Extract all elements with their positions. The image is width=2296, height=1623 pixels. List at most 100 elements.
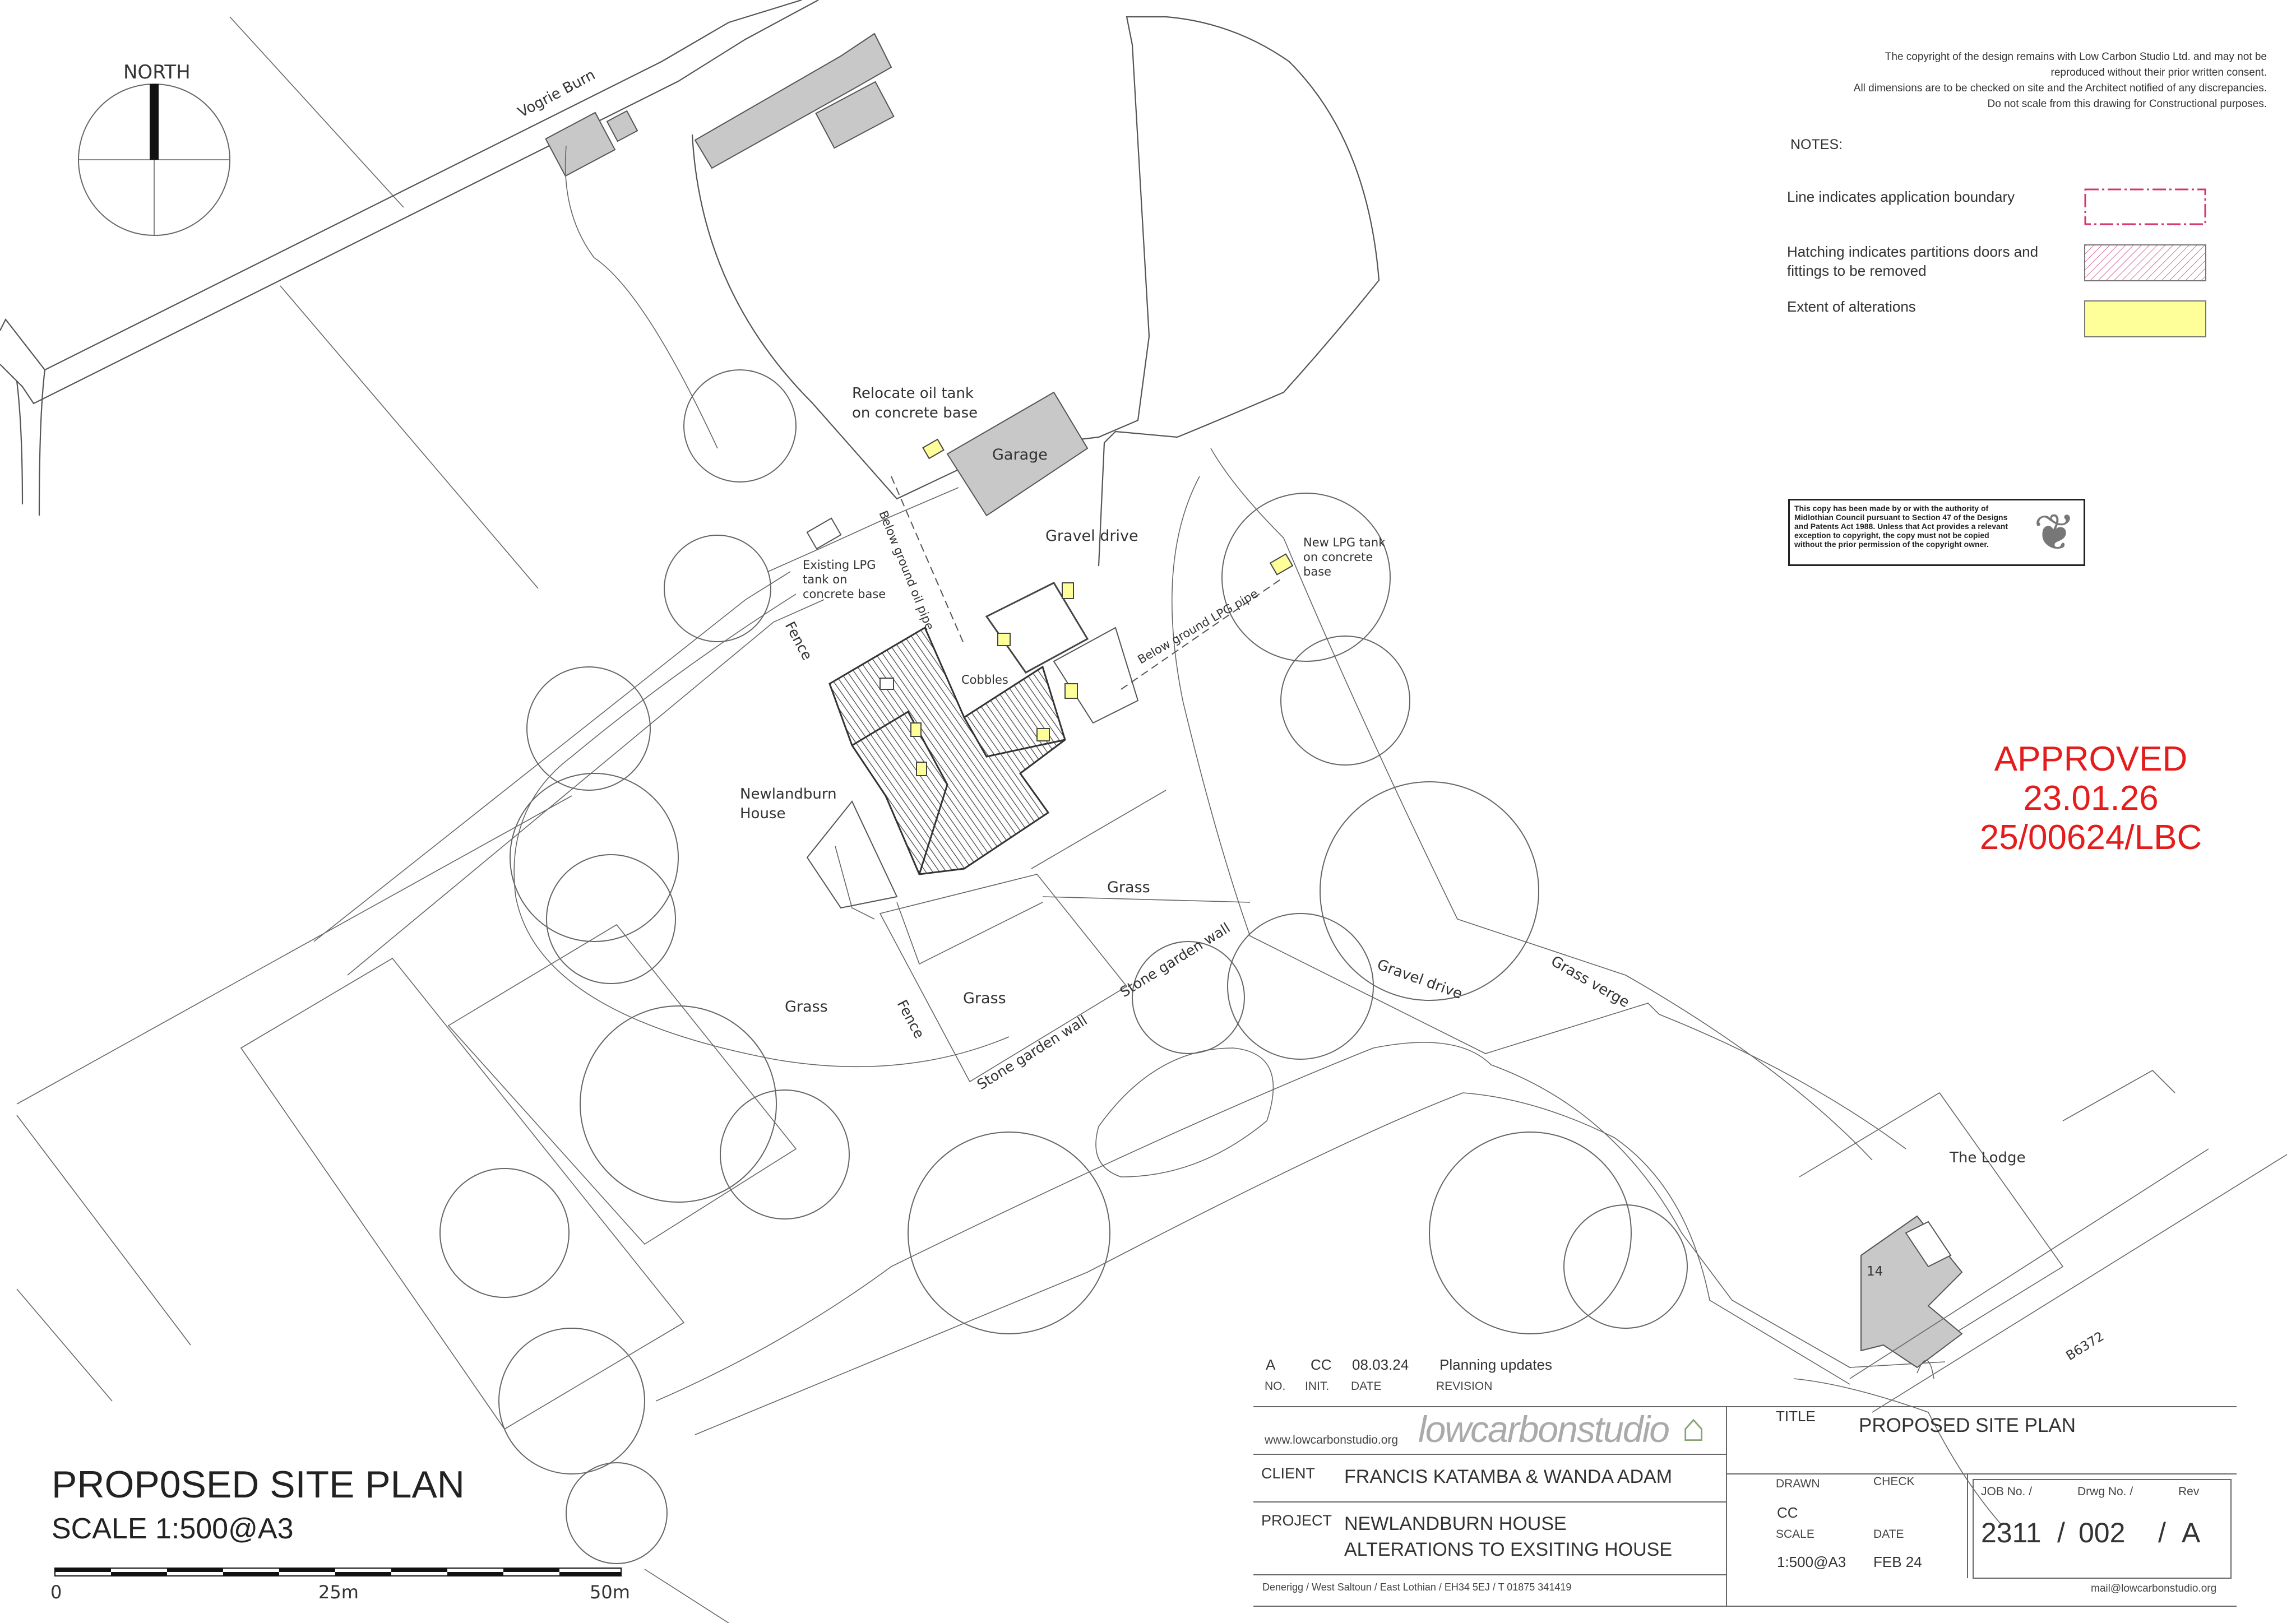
label-house-2: House <box>740 805 785 822</box>
council-copyright-text: This copy has been made by or with the a… <box>1794 504 2008 549</box>
notes-heading: NOTES: <box>1790 137 1843 152</box>
key-hatch <box>2084 244 2206 281</box>
newlandburn-house <box>806 582 1139 909</box>
scale-value: 1:500@A3 <box>1777 1554 1846 1570</box>
revision-header-date: DATE <box>1351 1380 1382 1393</box>
job-number-label: JOB No. / <box>1981 1485 2033 1498</box>
trees <box>439 369 1688 1564</box>
house-logo-icon: ⌂ <box>1682 1406 1706 1449</box>
label-the-lodge: The Lodge <box>1949 1149 2026 1166</box>
drawing-title-text: PROPOSED SITE PLAN <box>1859 1415 2076 1436</box>
job-number: 2311 <box>1981 1517 2042 1548</box>
studio-email: mail@lowcarbonstudio.org <box>2091 1583 2217 1594</box>
label-house-number: 14 <box>1867 1264 1883 1279</box>
key-boundary-line <box>2084 188 2206 225</box>
approval-status: APPROVED <box>1994 740 2188 778</box>
approval-date: 23.01.26 <box>2023 779 2159 818</box>
scale-tick-25: 25m <box>318 1582 359 1603</box>
revision-letter: A <box>1266 1356 1276 1373</box>
revision-header-init: INIT. <box>1305 1380 1330 1393</box>
field-lines <box>16 16 797 1623</box>
copyright-line-2: reproduced without their prior written c… <box>2050 67 2267 78</box>
approval-reference: 25/00624/LBC <box>1979 818 2202 857</box>
label-new-lpg-2: on concrete <box>1303 550 1373 564</box>
key-alterations-fill <box>2084 300 2206 337</box>
revision-number: A <box>2182 1517 2201 1548</box>
label-lpg-pipe: Below ground LPG pipe <box>1136 587 1261 667</box>
label-vogrie-burn: Vogrie Burn <box>515 67 598 122</box>
drawing-number: 002 <box>2079 1517 2126 1548</box>
drawn-label: DRAWN <box>1776 1477 1820 1490</box>
drive-outline <box>313 16 1946 1435</box>
label-existing-lpg-3: concrete base <box>803 587 886 601</box>
title-block-frame <box>1253 1406 2237 1607</box>
revision-description: Planning updates <box>1439 1356 1552 1373</box>
note-boundary: Line indicates application boundary <box>1787 188 2015 205</box>
date-label: DATE <box>1873 1528 1904 1541</box>
date-value: FEB 24 <box>1873 1554 1922 1570</box>
label-existing-lpg-2: tank on <box>803 573 847 586</box>
studio-address: Denerigg / West Saltoun / East Lothian /… <box>1262 1582 1572 1593</box>
website: www.lowcarbonstudio.org <box>1265 1434 1399 1446</box>
revision-initials: CC <box>1311 1356 1332 1373</box>
label-stone-wall-2: Stone garden wall <box>1117 920 1233 1000</box>
garden-walls <box>835 790 1251 1083</box>
revision-label: Rev <box>2178 1485 2200 1498</box>
council-copyright-box: This copy has been made by or with the a… <box>1788 499 2085 566</box>
garage-building <box>946 391 1089 517</box>
check-label: CHECK <box>1873 1475 1915 1488</box>
label-fence-2: Fence <box>894 997 928 1041</box>
scale-tick-0: 0 <box>50 1582 62 1603</box>
label-relocate-oil-1: Relocate oil tank <box>852 385 974 402</box>
drawn-initials: CC <box>1777 1504 1798 1521</box>
scale-label: SCALE <box>1776 1528 1814 1541</box>
drawing-number-label: Drwg No. / <box>2077 1485 2133 1498</box>
lowcarbonstudio-logo: lowcarbonstudio <box>1418 1408 1670 1450</box>
outbuildings <box>694 33 895 169</box>
leaf-icon: ❦ <box>2033 505 2076 561</box>
north-label: NORTH <box>123 61 191 84</box>
revision-header-no: NO. <box>1265 1380 1286 1393</box>
note-alterations: Extent of alterations <box>1787 298 1916 315</box>
label-gravel-drive-1: Gravel drive <box>1045 527 1138 545</box>
number-separator-1: / <box>2057 1517 2065 1548</box>
north-arrow: NORTH <box>78 61 230 236</box>
label-relocate-oil-2: on concrete base <box>852 405 978 421</box>
label-house-1: Newlandburn <box>740 786 837 803</box>
project-description: ALTERATIONS TO EXSITING HOUSE <box>1344 1539 1673 1560</box>
number-separator-2: / <box>2158 1517 2166 1548</box>
label-cobbles: Cobbles <box>961 673 1008 687</box>
label-grass-3: Grass <box>785 998 828 1015</box>
label-grass-verge: Grass verge <box>1548 953 1632 1011</box>
vogrie-burn-road <box>0 0 819 516</box>
label-road-b6372: B6372 <box>2063 1329 2107 1364</box>
copyright-line-3: All dimensions are to be checked on site… <box>1853 82 2267 94</box>
approval-stamp: APPROVED 23.01.26 25/00624/LBC <box>1951 740 2231 857</box>
project-name: NEWLANDBURN HOUSE <box>1344 1513 1567 1534</box>
label-new-lpg-1: New LPG tank <box>1303 536 1386 549</box>
client-label: CLIENT <box>1261 1465 1316 1482</box>
label-garage: Garage <box>992 446 1048 463</box>
label-new-lpg-3: base <box>1303 565 1331 578</box>
label-gravel-drive-2: Gravel drive <box>1375 956 1465 1003</box>
drawing-scale: SCALE 1:500@A3 <box>52 1513 294 1545</box>
copyright-line-1: The copyright of the design remains with… <box>1885 51 2267 63</box>
lodge-and-road <box>1793 1070 2288 1525</box>
project-label: PROJECT <box>1261 1512 1332 1529</box>
copyright-notice: The copyright of the design remains with… <box>1762 49 2267 112</box>
tanks-and-pipes <box>806 438 1294 690</box>
revision-date: 08.03.24 <box>1352 1356 1409 1373</box>
client-name: FRANCIS KATAMBA & WANDA ADAM <box>1344 1466 1673 1487</box>
label-grass-2: Grass <box>963 990 1006 1007</box>
title-label: TITLE <box>1776 1408 1816 1425</box>
label-stone-wall-1: Stone garden wall <box>974 1012 1090 1093</box>
scale-bar: 0 25m 50m <box>50 1568 630 1603</box>
note-hatching: Hatching indicates partitions doors and … <box>1787 243 2039 279</box>
label-grass-1: Grass <box>1107 879 1150 896</box>
revision-header-revision: REVISION <box>1436 1380 1493 1393</box>
scale-tick-50: 50m <box>590 1582 630 1603</box>
copyright-line-4: Do not scale from this drawing for Const… <box>1987 98 2267 110</box>
drawing-title: PROP0SED SITE PLAN <box>52 1463 465 1506</box>
label-existing-lpg-1: Existing LPG <box>803 558 876 572</box>
